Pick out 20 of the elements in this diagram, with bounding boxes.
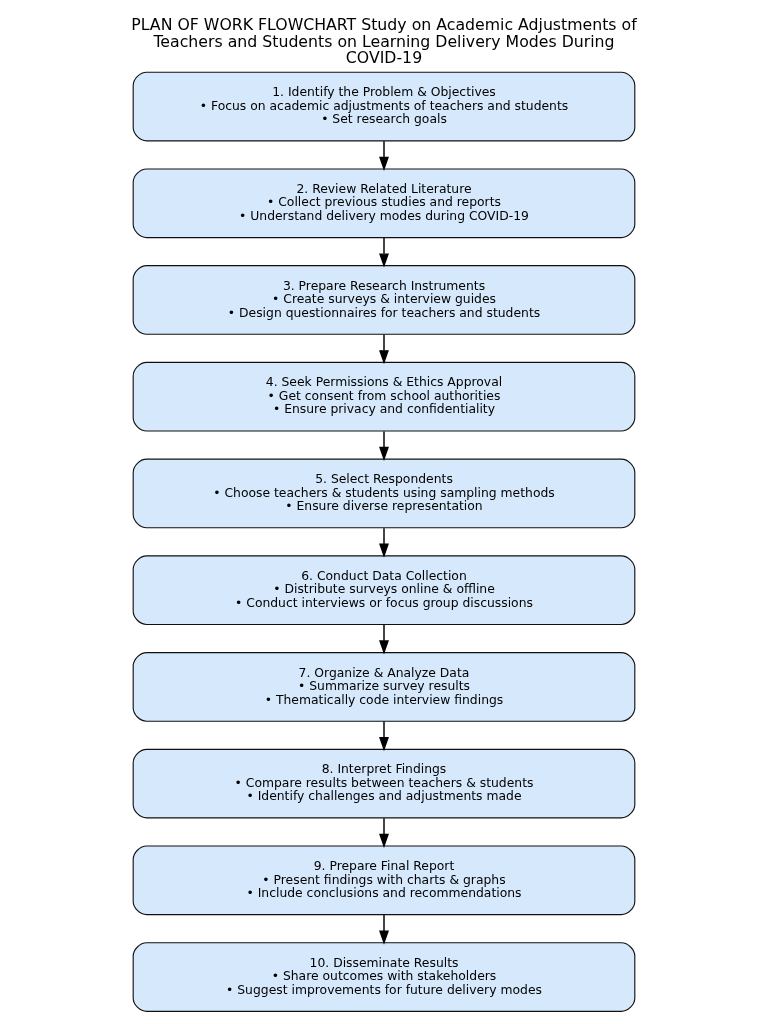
arrow: [379, 817, 389, 848]
node-box: 5. Select Respondents • Choose teachers & students using sampling methods • Ensure diverse representation: [132, 458, 636, 529]
arrow: [379, 140, 389, 171]
arrow: [379, 720, 389, 752]
arrow: [379, 914, 389, 945]
node-box: 4. Seek Permissions & Ethics Approval • Get consent from school authorities • Ensure privacy and confidentiality: [132, 361, 636, 432]
node-box: 3. Prepare Research Instruments • Create surveys & interview guides • Design questionnaires for teachers and students: [132, 265, 636, 335]
arrow: [379, 333, 389, 365]
node-box: 10. Disseminate Results • Share outcomes with stakeholders • Suggest improvements for future delivery modes: [132, 942, 636, 1012]
node-box: 9. Prepare Final Report • Present findings with charts & graphs • Include conclusions and recommendations: [132, 845, 636, 916]
node-box: 1. Identify the Problem & Objectives • Focus on academic adjustments of teachers and students • Set research goals: [132, 71, 636, 142]
node-box: 6. Conduct Data Collection • Distribute surveys online & offline • Conduct interviews or focus group discussions: [132, 555, 636, 626]
arrow: [379, 624, 389, 655]
arrow: [379, 527, 389, 558]
node-box: 8. Interpret Findings • Compare results between teachers & students • Identify challenges and adjustments made: [132, 748, 636, 819]
arrow: [379, 430, 389, 462]
node-box: 2. Review Related Literature • Collect previous studies and reports • Understand delivery modes during COVID-19: [132, 168, 636, 239]
node-box: 7. Organize & Analyze Data • Summarize survey results • Thematically code interview findings: [132, 652, 636, 722]
arrow: [379, 237, 389, 268]
diagram-title: PLAN OF WORK FLOWCHART Study on Academic Adjustments of Teachers and Students on Learning Delivery Modes During COVID-19: [131, 14, 637, 68]
